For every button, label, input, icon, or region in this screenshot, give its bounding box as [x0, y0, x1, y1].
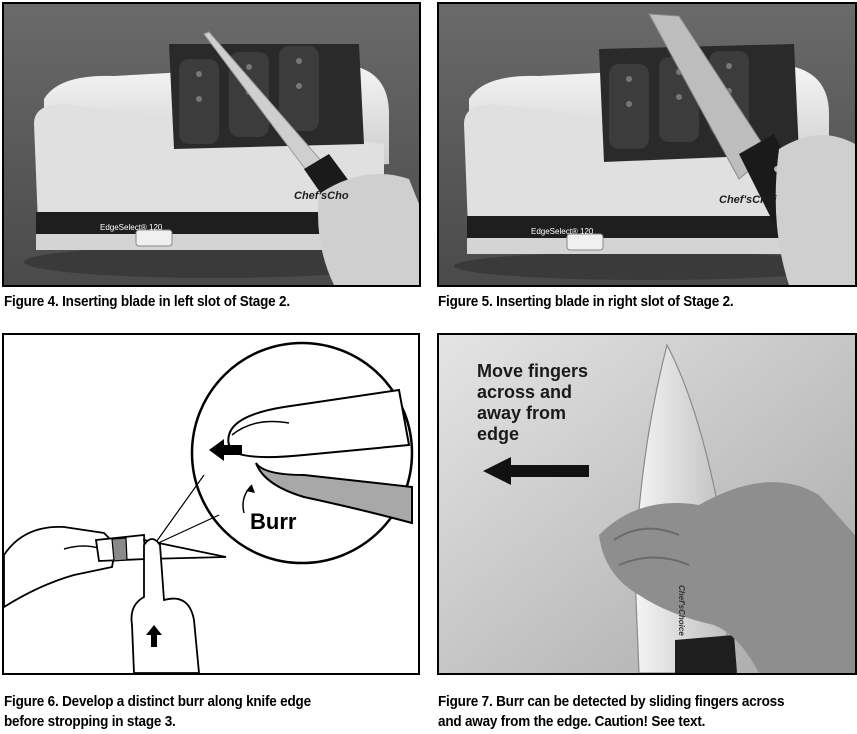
device-model-label: EdgeSelect® 120 [100, 223, 163, 232]
burr-detection-image: Move fingers across and away from edge C… [439, 335, 855, 673]
figure-7-caption-line-1: Figure 7. Burr can be detected by slidin… [438, 694, 785, 710]
device-model-label: EdgeSelect® 120 [531, 227, 594, 236]
arrow-left-icon [483, 457, 589, 485]
figure-4-photo: EdgeSelect® 120 Chef'sCho [2, 2, 421, 287]
figure-6-caption-line-1: Figure 6. Develop a distinct burr along … [4, 694, 311, 710]
instruction-line-2: across and [477, 382, 572, 402]
figure-7-caption-line-2: and away from the edge. Caution! See tex… [438, 714, 706, 730]
arrow-left-icon [209, 439, 242, 461]
device-brand-label: Chef'sChoi [719, 194, 778, 206]
instruction-line-4: edge [477, 424, 519, 444]
sharpener-right-slot-image: EdgeSelect® 120 Chef'sChoi [439, 4, 855, 285]
figure-7-photo: Move fingers across and away from edge C… [437, 333, 857, 675]
burr-diagram: Burr [4, 341, 414, 673]
figure-6-illustration: Burr [2, 333, 420, 675]
device-brand-label: Chef'sCho [294, 190, 349, 202]
figure-5-caption: Figure 5. Inserting blade in right slot … [438, 294, 734, 310]
figure-6-caption-line-2: before stropping in stage 3. [4, 714, 176, 730]
figure-4-caption: Figure 4. Inserting blade in left slot o… [4, 294, 290, 310]
instruction-line-1: Move fingers [477, 361, 588, 381]
blade-brand-label: Chef'sChoice [677, 585, 686, 636]
sharpener-left-slot-image: EdgeSelect® 120 Chef'sCho [4, 4, 419, 285]
figure-5-photo: EdgeSelect® 120 Chef'sChoi [437, 2, 857, 287]
burr-callout-label: Burr [250, 509, 297, 534]
instruction-line-3: away from [477, 403, 566, 423]
arrow-up-icon [146, 625, 162, 647]
